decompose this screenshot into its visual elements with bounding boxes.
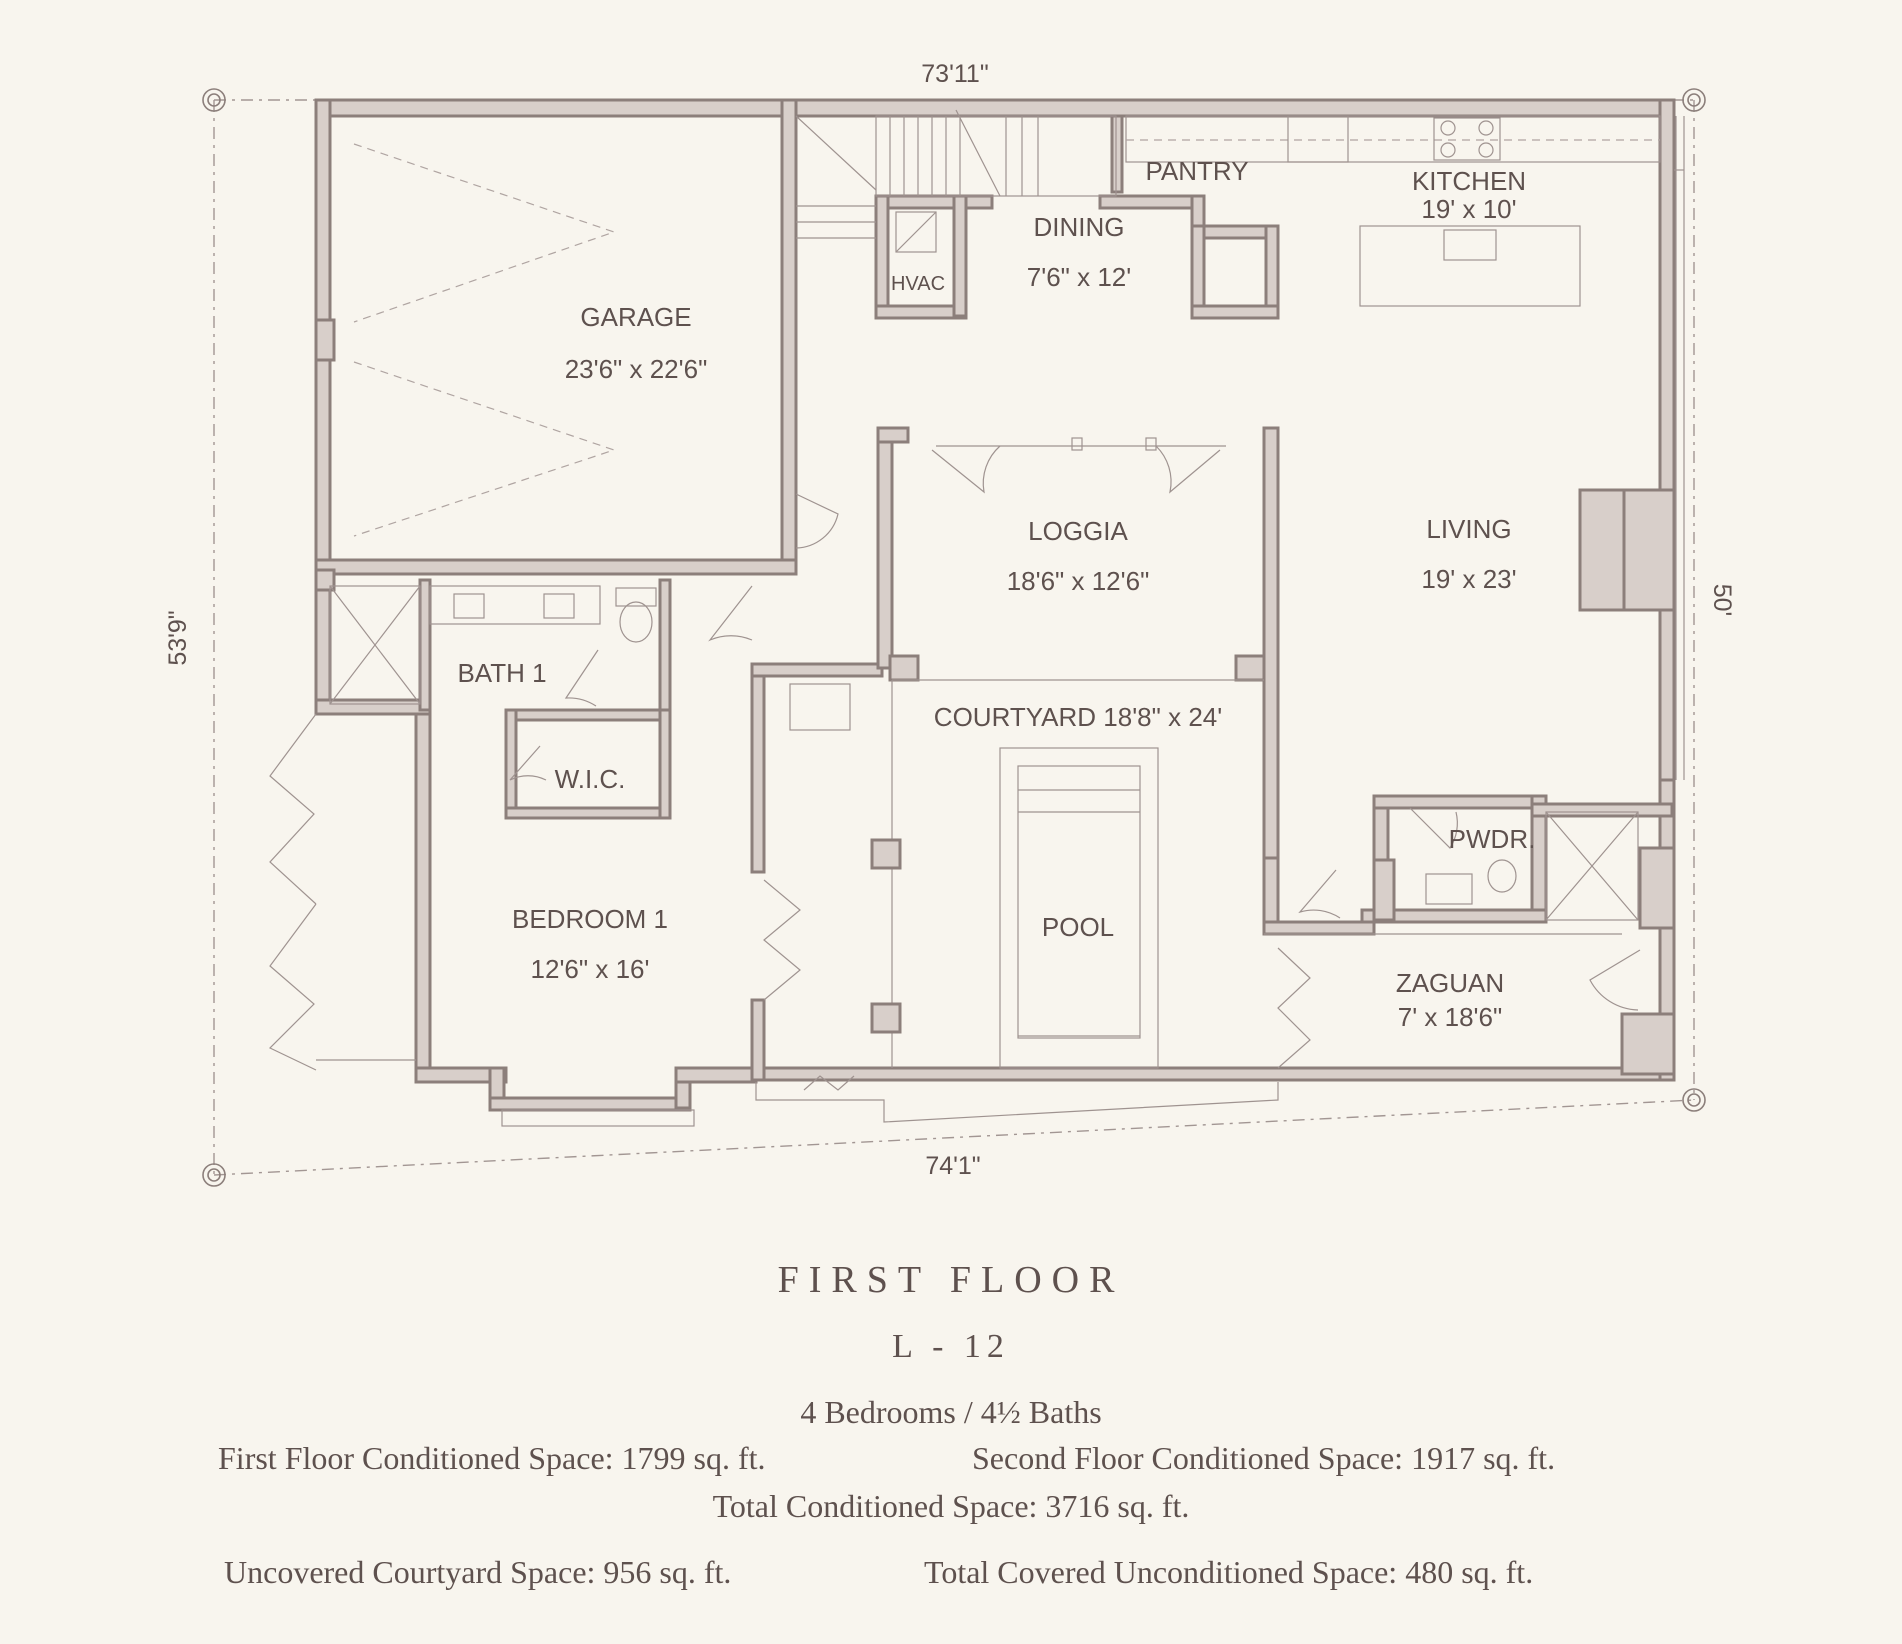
dimension-left: 53'9": [164, 610, 192, 665]
second-floor-space: Second Floor Conditioned Space: 1917 sq.…: [972, 1440, 1556, 1476]
fixtures: [268, 109, 1685, 1127]
room-kitchen-size: 19' x 10': [1421, 194, 1516, 224]
room-dining-size: 7'6" x 12': [1027, 262, 1131, 292]
beds-baths: 4 Bedrooms / 4½ Baths: [800, 1394, 1102, 1430]
interior-walls: [314, 98, 1676, 1082]
room-garage-size: 23'6" x 22'6": [565, 354, 708, 384]
room-zaguan-name: ZAGUAN: [1396, 968, 1504, 998]
room-courtyard-name: COURTYARD 18'8" x 24': [934, 702, 1222, 732]
room-pwdr-name: PWDR.: [1449, 824, 1536, 854]
dimension-bottom: 74'1": [925, 1152, 980, 1180]
room-bedroom1-size: 12'6" x 16': [531, 954, 650, 984]
courtyard-space: Uncovered Courtyard Space: 956 sq. ft.: [224, 1554, 732, 1590]
stairs: [795, 109, 1117, 239]
floor-title: FIRST FLOOR: [777, 1259, 1125, 1301]
room-wic-name: W.I.C.: [555, 764, 626, 794]
room-kitchen-name: KITCHEN: [1412, 166, 1526, 196]
room-hvac-name: HVAC: [891, 273, 945, 295]
room-loggia-name: LOGGIA: [1028, 516, 1128, 546]
total-conditioned-space: Total Conditioned Space: 3716 sq. ft.: [712, 1488, 1190, 1524]
room-garage-name: GARAGE: [580, 302, 691, 332]
exterior-walls: [314, 98, 1676, 1112]
dimension-top: 73'11": [921, 60, 988, 88]
floor-plan: 73'11" 74'1" 53'9" 50' GARAGE 23'6" x 22…: [164, 60, 1736, 1187]
room-pantry-name: PANTRY: [1145, 156, 1248, 186]
room-living-size: 19' x 23': [1421, 564, 1516, 594]
room-dining-name: DINING: [1034, 212, 1125, 242]
room-bath1-name: BATH 1: [457, 658, 546, 688]
room-zaguan-size: 7' x 18'6": [1398, 1002, 1502, 1032]
room-loggia-size: 18'6" x 12'6": [1007, 566, 1150, 596]
model-number: L - 12: [892, 1328, 1010, 1365]
room-living-name: LIVING: [1426, 514, 1511, 544]
room-pool-name: POOL: [1042, 912, 1114, 942]
first-floor-space: First Floor Conditioned Space: 1799 sq. …: [218, 1440, 766, 1476]
dimension-right: 50': [1708, 584, 1736, 617]
unconditioned-space: Total Covered Unconditioned Space: 480 s…: [924, 1554, 1534, 1590]
room-bedroom1-name: BEDROOM 1: [512, 904, 668, 934]
